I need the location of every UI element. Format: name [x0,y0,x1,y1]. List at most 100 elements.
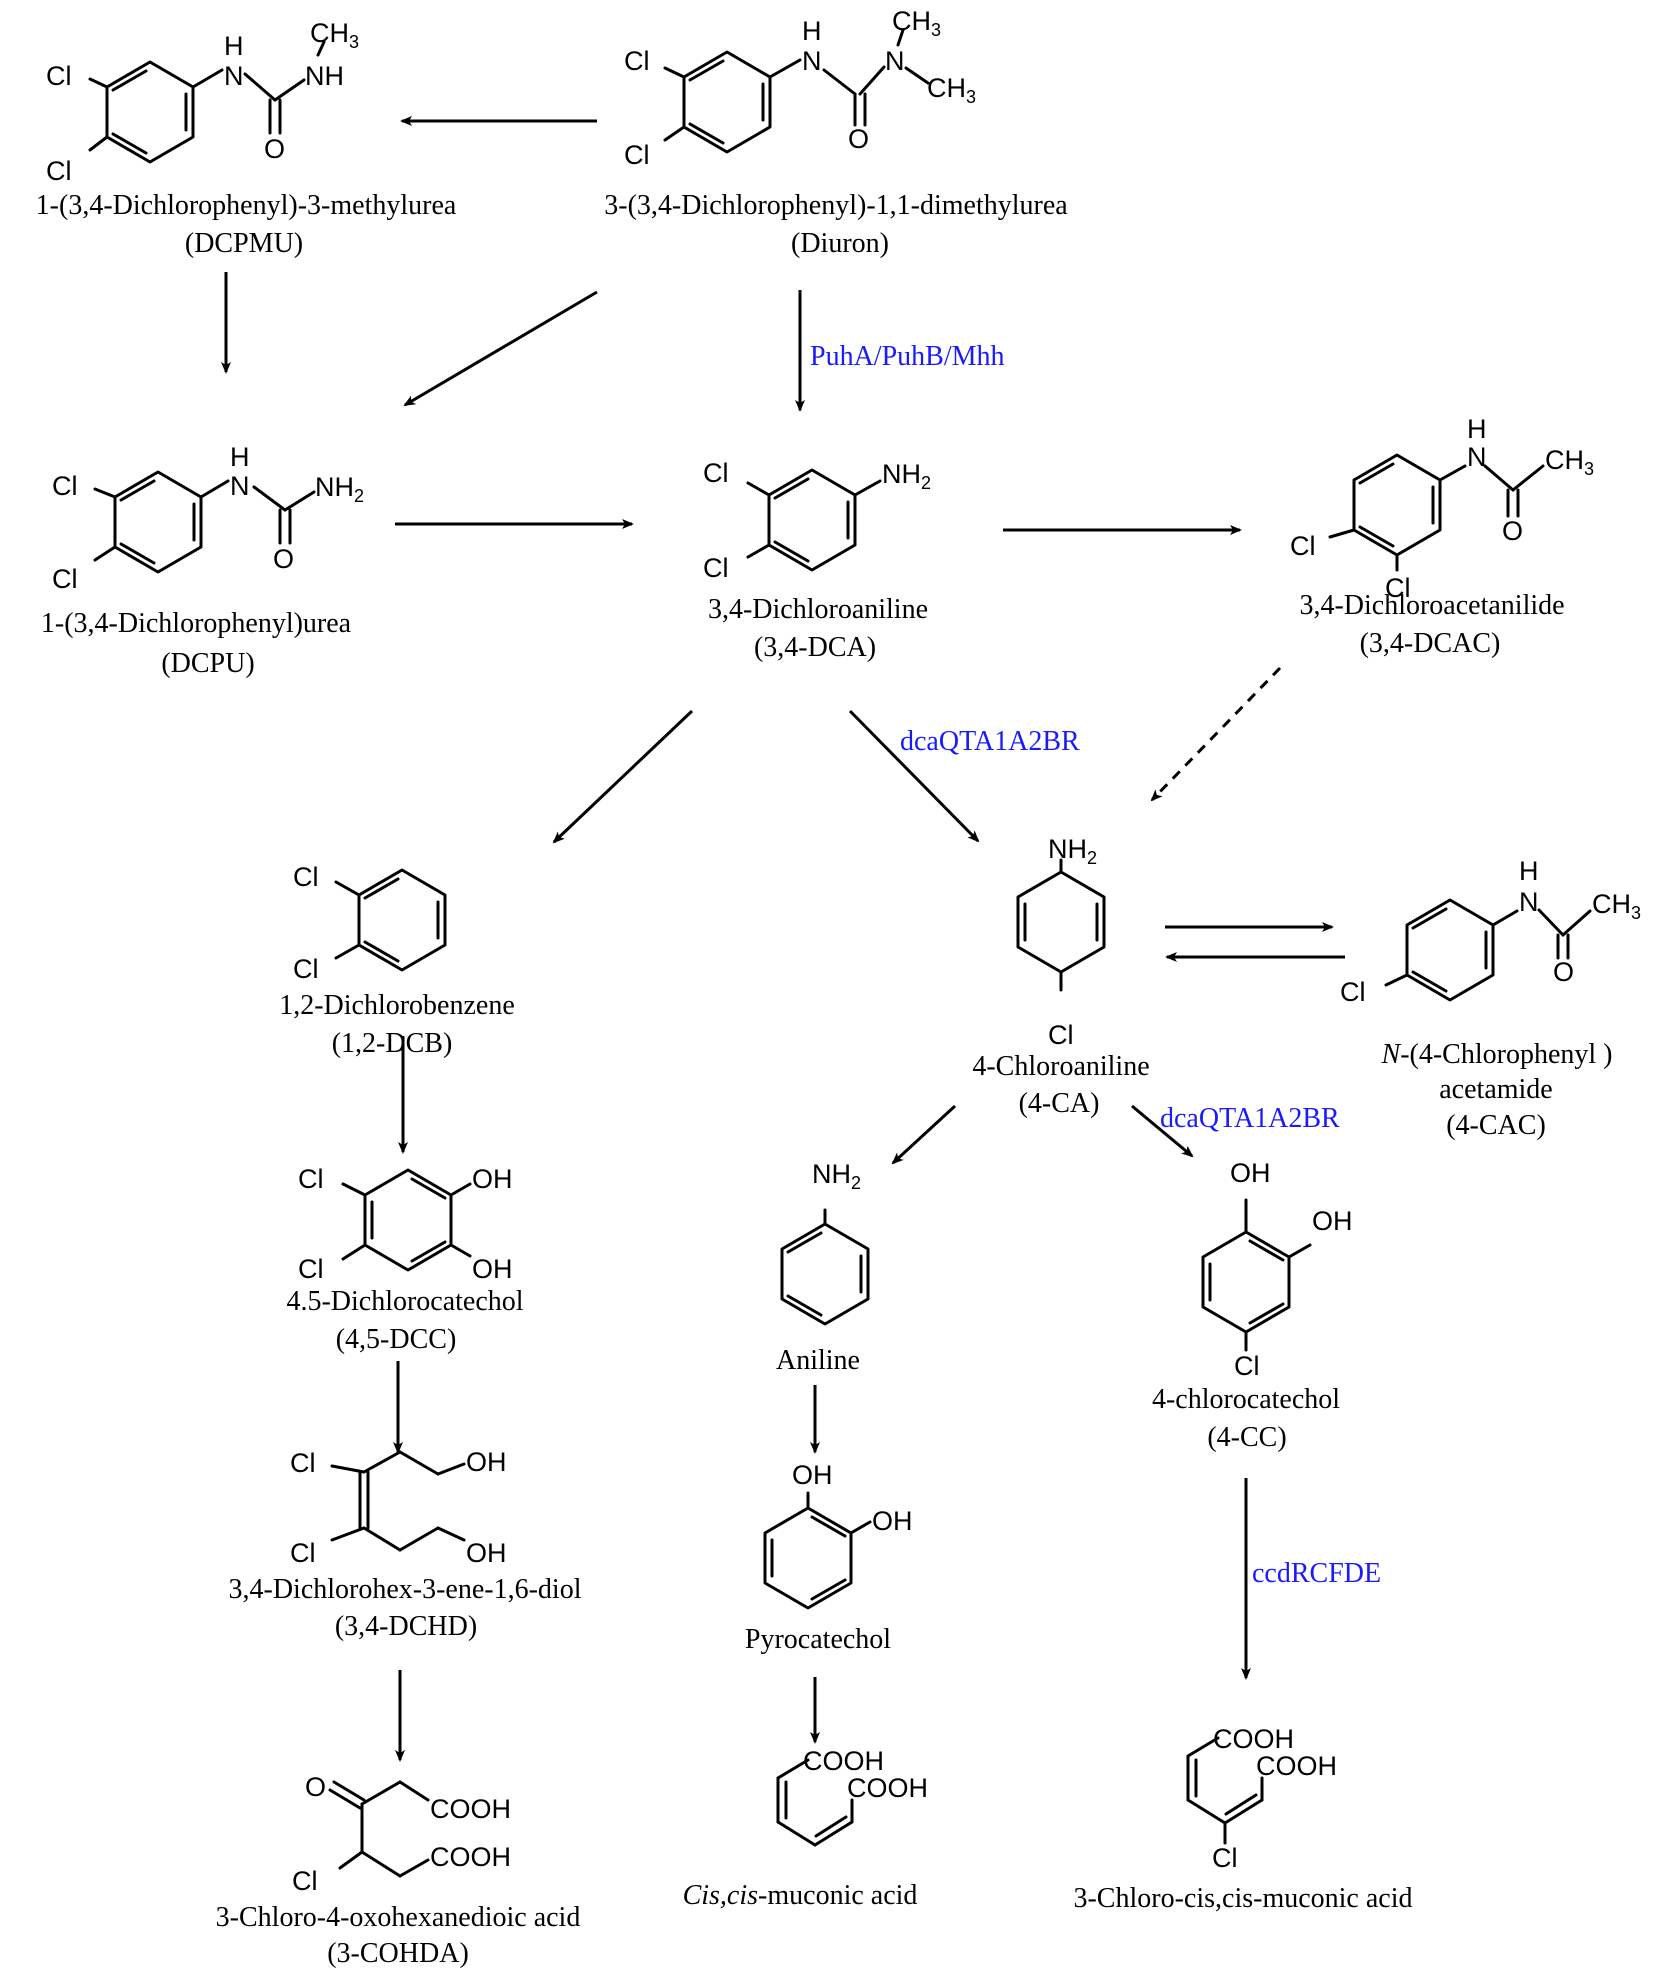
atom-label: OH [472,1254,513,1284]
chemical-bond [357,868,447,972]
dchd-abbr: (3,4-DCHD) [335,1611,477,1642]
chemical-bond [810,1515,847,1538]
chemical-bond [283,490,316,512]
atom-label: N [230,471,250,501]
chemical-bond [1328,528,1356,539]
chemical-bond [338,1850,364,1870]
diuron-name: 3-(3,4-Dichlorophenyl)-1,1-dimethylurea [604,190,1068,221]
atom-label: OH [1230,1158,1271,1188]
atom-label: CH3 [310,18,359,52]
chemical-bond [88,135,109,152]
cac-name: N-(4-Chlorophenyl ) [1381,1039,1613,1070]
dcpmu-structure: Cl Cl H N O NH CH3 [46,18,359,186]
chemical-bond [663,125,686,142]
chemical-bond [273,78,306,102]
atom-label: Cl [624,140,650,170]
atom-label: O [1553,957,1574,987]
chemical-bond [328,1788,362,1810]
atom-label: NH2 [1048,834,1097,868]
chemical-bond [1358,462,1395,485]
compound-dcc: Cl Cl OH OH 4.5-Dichlorocatechol (4,5-DC… [286,1164,523,1355]
chemical-bond [822,68,857,96]
atom-label: H [1519,856,1539,886]
chemical-bond [776,1820,817,1847]
atom-label: Cl [1290,531,1316,561]
chemical-bond [1491,909,1519,927]
enzyme-labels: PuhA/PuhB/Mhh dcaQTA1A2BR dcaQTA1A2BR cc… [810,341,1381,1589]
atom-label: Cl [290,1538,316,1568]
compound-diuron: Cl Cl H N O N CH3 CH3 3-(3,4-Dichlorophe… [604,6,1068,259]
cc-structure: OH OH Cl [1201,1158,1353,1381]
atom-label: CH3 [1545,445,1594,479]
atom-label: Cl [1234,1351,1260,1381]
chemical-bond [449,1182,472,1197]
diuron-abbr: (Diuron) [791,228,889,259]
compound-chloromuconic: COOH COOH Cl 3-Chloro-cis,cis-muconic ac… [1073,1724,1412,1914]
chemical-bond [1483,464,1515,492]
atom-label: OH [792,1460,833,1490]
dcc-name: 4.5-Dichlorocatechol [286,1286,523,1317]
atom-label: OH [472,1164,513,1194]
chemical-bond [1016,870,1106,974]
cohda-name: 3-Chloro-4-oxohexanedioic acid [216,1902,581,1933]
compound-dcpmu: Cl Cl H N O NH CH3 1-(3,4-Dichlorophenyl… [36,18,457,259]
chemical-bond [768,58,802,79]
atom-label: Cl [1048,1020,1074,1050]
muconic-structure: COOH COOH [776,1746,928,1847]
chemical-bond [363,877,400,900]
atom-label: Cl [1385,573,1411,603]
chemical-bond [1537,908,1565,937]
compound-cohda: O COOH COOH Cl 3-Chloro-4-oxohexanedioic… [216,1772,581,1969]
atom-label: O [305,1772,326,1802]
chemical-bond [111,132,148,155]
dcb-abbr: (1,2-DCB) [332,1028,453,1059]
dcac-abbr: (3,4-DCAC) [1360,628,1501,659]
atom-label: Cl [292,1866,318,1896]
chemical-bond [341,1243,367,1261]
dcac-structure: H N CH3 O Cl Cl [1290,414,1594,603]
atom-label: NH2 [882,459,931,493]
compound-dchd: Cl Cl OH OH 3,4-Dichlorohex-3-ene-1,6-di… [229,1447,582,1642]
chemical-bond [746,481,771,497]
atom-label: Cl [703,458,729,488]
reaction-arrows [221,116,1345,1762]
cc-abbr: (4-CC) [1207,1422,1286,1453]
chloromuconic-name: 3-Chloro-cis,cis-muconic acid [1073,1883,1412,1914]
chemical-bond [688,122,725,145]
chemical-bond [334,943,361,960]
chemical-bond [773,477,810,500]
cac-name-line2: acetamide [1439,1074,1552,1105]
compound-pyrocatechol: OH OH Pyrocatechol [745,1460,913,1655]
enzyme-ccd: ccdRCFDE [1252,1558,1381,1589]
arrow-ca-to-cc [1131,1104,1194,1158]
atom-label: OH [872,1506,913,1536]
enzyme-puh: PuhA/PuhB/Mhh [810,341,1005,372]
cc-name: 4-chlorocatechol [1152,1384,1340,1415]
chemical-bond [119,479,156,502]
chemical-bond [362,1526,402,1552]
chemical-bond [810,1578,847,1601]
aniline-structure: NH2 [780,1159,870,1326]
dcb-name: 1,2-Dichlorobenzene [279,990,515,1021]
atom-label: OH [466,1447,507,1477]
ca-name: 4-Chloroaniline [972,1051,1149,1082]
chemical-bond [896,28,905,47]
chemical-bond [776,1758,810,1780]
atom-label: COOH [430,1842,511,1872]
chemical-bond [682,50,772,154]
atom-label: N [1519,887,1539,917]
chemical-bond [398,1780,430,1802]
atom-label: H [230,442,250,472]
dcac-name: 3,4-Dichloroacetanilide [1299,590,1564,621]
chemical-bond [904,66,930,85]
chemical-bond [88,77,109,89]
atom-label: Cl [1212,1843,1238,1873]
arrow-diuron-to-dcpu [403,290,598,407]
pyrocatechol-name: Pyrocatechol [745,1624,891,1655]
atom-label: COOH [430,1794,511,1824]
chloromuconic-structure: COOH COOH Cl [1186,1724,1337,1873]
atom-label: COOH [1213,1724,1294,1754]
cohda-structure: O COOH COOH Cl [292,1772,511,1896]
